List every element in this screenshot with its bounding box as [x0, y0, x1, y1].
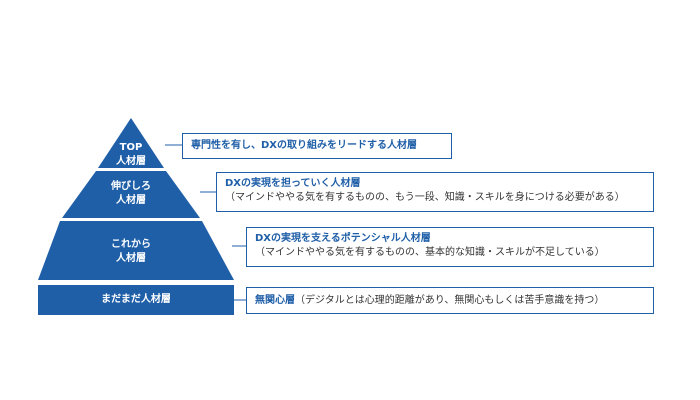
tier-top-shape — [98, 118, 164, 168]
callout-korekara-heading: DXの実現を支えるポテンシャル人材層 — [255, 233, 431, 244]
tier-korekara-shape — [38, 221, 234, 280]
callout-nobishiro: DXの実現を担っていく人材層 （マインドややる気を有するものの、もう一段、知識・… — [216, 172, 654, 212]
tier-top-label: TOP 人材層 — [106, 141, 156, 169]
tier-top-label-line2: 人材層 — [116, 156, 146, 167]
tier-madamada-label-line1: まだまだ人材層 — [101, 294, 171, 305]
tier-madamada-label: まだまだ人材層 — [38, 293, 234, 307]
tier-nobishiro-label-line1: 伸びしろ — [111, 181, 151, 192]
callout-madamada-sub: （デジタルとは心理的距離があり、無関心もしくは苦手意識を持つ） — [295, 295, 605, 306]
callout-madamada: 無関心層（デジタルとは心理的距離があり、無関心もしくは苦手意識を持つ） — [246, 287, 654, 314]
callout-madamada-heading: 無関心層 — [255, 295, 295, 306]
tier-korekara-label-line2: 人材層 — [116, 253, 146, 264]
callout-nobishiro-heading: DXの実現を担っていく人材層 — [225, 178, 361, 189]
callout-top-heading: 専門性を有し、DXの取り組みをリードする人材層 — [191, 140, 418, 151]
tier-nobishiro-label: 伸びしろ 人材層 — [96, 180, 166, 208]
tier-nobishiro-label-line2: 人材層 — [116, 195, 146, 206]
tier-korekara-label: これから 人材層 — [96, 238, 166, 266]
tier-madamada-shape — [38, 285, 234, 315]
callout-nobishiro-sub: （マインドややる気を有するものの、もう一段、知識・スキルを身につける必要がある） — [225, 192, 625, 203]
callout-top: 専門性を有し、DXの取り組みをリードする人材層 — [182, 133, 452, 159]
tier-korekara-label-line1: これから — [111, 239, 151, 250]
tier-top-label-line1: TOP — [119, 142, 143, 153]
callout-korekara: DXの実現を支えるポテンシャル人材層 （マインドややる気を有するものの、基本的な… — [246, 227, 654, 267]
callout-korekara-sub: （マインドややる気を有するものの、基本的な知識・スキルが不足している） — [255, 247, 605, 258]
tier-nobishiro-shape — [62, 171, 200, 218]
